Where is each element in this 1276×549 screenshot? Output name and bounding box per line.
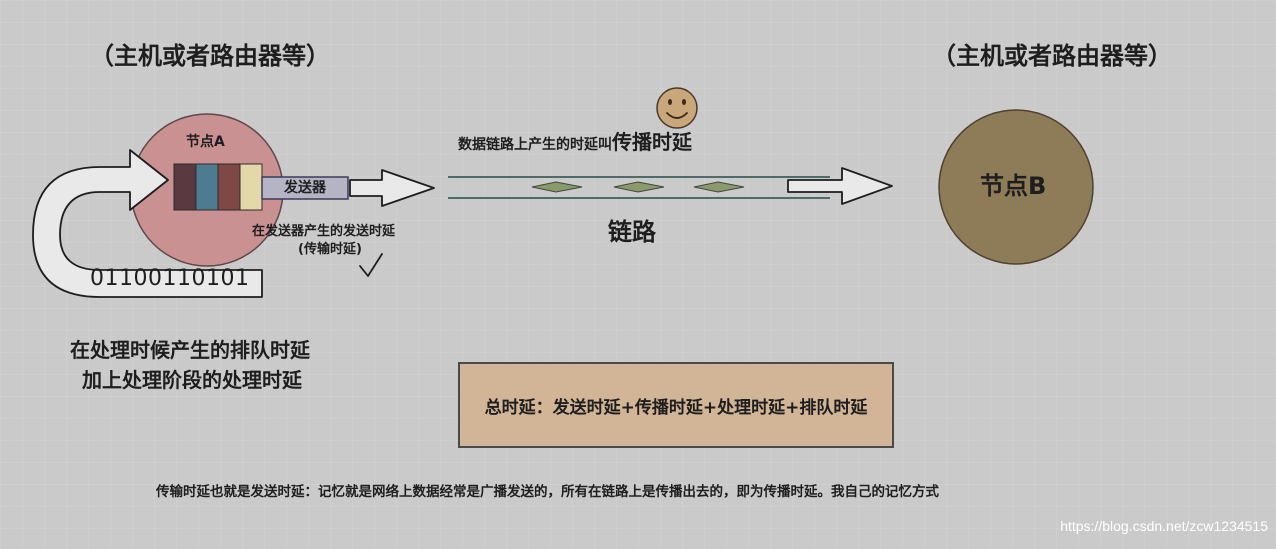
host-left-title: （主机或者路由器等）	[90, 42, 330, 70]
total-delay-box: 总时延：发送时延+传播时延+处理时延+排队时延	[458, 362, 894, 448]
sender-delay-sub: (传输时延)	[298, 242, 362, 257]
loop-arrow-icon	[32, 149, 263, 298]
sender-label: 发送器	[284, 180, 326, 196]
queue-slot	[173, 163, 197, 211]
host-right-title: （主机或者路由器等）	[932, 42, 1172, 70]
propagation-label: 数据链路上产生的时延叫传播时延	[458, 130, 692, 154]
queue-delay-line2: 加上处理阶段的处理时延	[82, 368, 302, 392]
bit-stream: 01100110101	[90, 266, 250, 291]
node-a-label: 节点A	[186, 134, 225, 150]
receive-arrow-icon	[787, 167, 893, 205]
packet	[531, 181, 583, 193]
node-b-circle	[938, 109, 1094, 265]
checkmark-icon	[359, 253, 383, 277]
footnote: 传输时延也就是发送时延：记忆就是网络上数据经常是广播发送的，所有在链路上是传播出…	[156, 484, 939, 500]
queue-slot	[195, 163, 219, 211]
packet	[613, 181, 665, 193]
queue-slot	[239, 163, 263, 211]
propagation-label-emphasis: 传播时延	[612, 130, 692, 154]
propagation-label-prefix: 数据链路上产生的时延叫	[458, 137, 612, 153]
sender-box	[261, 176, 349, 200]
watermark: https://blog.csdn.net/zcw1234515	[1060, 518, 1268, 534]
send-arrow-icon	[349, 169, 435, 207]
smiley-icon	[656, 87, 698, 129]
queue-delay-line1: 在处理时候产生的排队时延	[70, 338, 310, 362]
queue-slot	[217, 163, 241, 211]
link-label: 链路	[608, 218, 656, 246]
packet	[693, 181, 745, 193]
sender-delay-label: 在发送器产生的发送时延	[252, 224, 396, 239]
node-b-label: 节点B	[980, 172, 1047, 200]
